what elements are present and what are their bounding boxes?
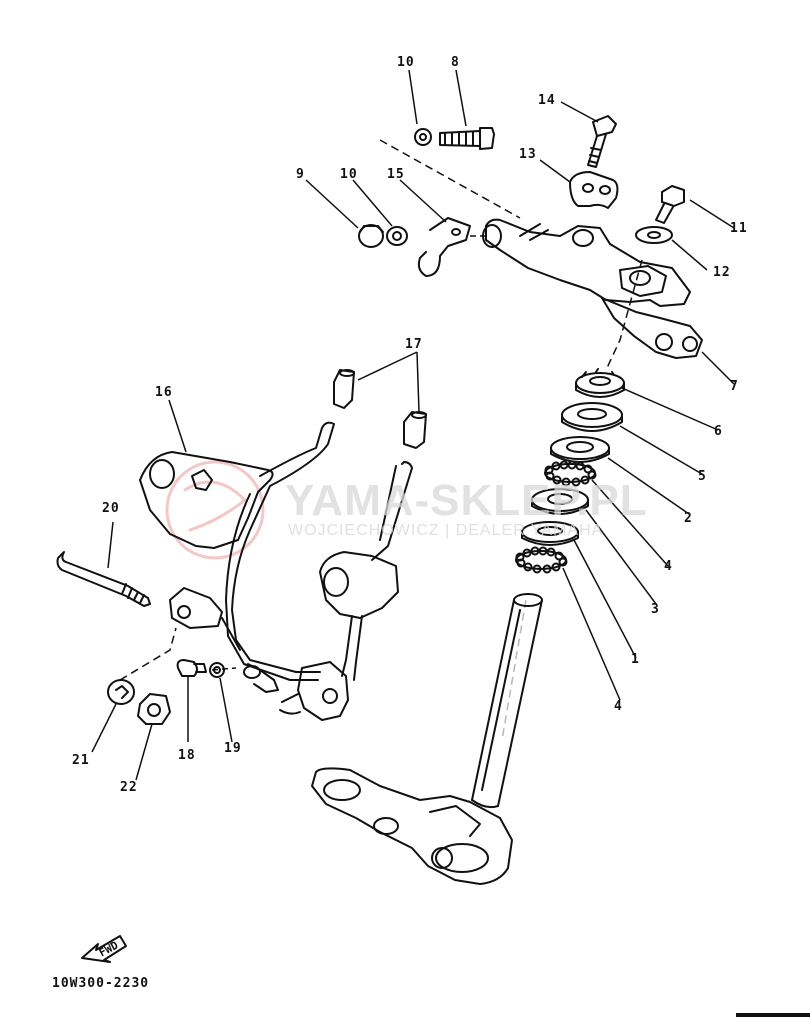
fwd-label: FWD — [97, 939, 121, 960]
bolt-18-icon — [176, 659, 207, 677]
callout-7: 7 — [730, 379, 739, 394]
callout-10: 10 — [340, 167, 358, 182]
bolt-14-icon — [587, 115, 617, 168]
bolt-11-icon — [655, 185, 685, 224]
ball-bearing-4-icon — [544, 460, 597, 487]
part-code: 10W300-2230 — [52, 976, 150, 991]
callout-14: 14 — [538, 93, 556, 108]
fwd-arrow-icon — [81, 935, 127, 963]
callout-12: 12 — [713, 265, 731, 280]
bracket-15-icon — [417, 217, 471, 277]
ring-nut-6-icon — [575, 368, 625, 398]
washer-12-icon — [635, 226, 673, 244]
watermark-title: YAMA-SKLEP.PL — [285, 476, 648, 525]
callout-6: 6 — [714, 424, 723, 439]
washer-21-icon — [107, 679, 135, 705]
callout-2: 2 — [684, 511, 693, 526]
callout-19: 19 — [224, 741, 242, 756]
callout-8: 8 — [451, 55, 460, 70]
grommet-17-icon — [333, 369, 427, 449]
callout-11: 11 — [730, 221, 748, 236]
callout-5: 5 — [698, 469, 707, 484]
ball-bearing-4-lower-icon — [515, 546, 568, 574]
cap-nut-9-icon — [358, 224, 384, 248]
callout-17: 17 — [405, 337, 423, 352]
callout-18: 18 — [178, 748, 196, 763]
callout-4-lower: 4 — [614, 699, 623, 714]
callout-20: 20 — [102, 501, 120, 516]
leader-lines — [91, 69, 735, 781]
clamp-13-icon — [569, 171, 619, 209]
steering-stem-icon — [311, 593, 543, 885]
watermark-subtitle: WOJCIECHOWICZ | DEALER YAMAHA — [288, 522, 604, 539]
callout-22: 22 — [120, 780, 138, 795]
callout-1: 1 — [631, 652, 640, 667]
callout-3: 3 — [651, 602, 660, 617]
bearing-race-1-icon — [521, 521, 579, 546]
bearing-race-2-icon — [550, 436, 610, 463]
callout-21: 21 — [72, 753, 90, 768]
callout-15: 15 — [387, 167, 405, 182]
callout-16: 16 — [155, 385, 173, 400]
bearing-race-3-icon — [531, 488, 589, 515]
callout-4: 4 — [664, 559, 673, 574]
corner-mark — [736, 1013, 810, 1017]
bolt-8-icon — [414, 127, 495, 150]
bolt-20-icon — [56, 551, 151, 607]
washer-stay-icon — [243, 665, 261, 679]
bearing-cover-5-icon — [561, 402, 623, 432]
callout-9: 9 — [296, 167, 305, 182]
watermark-logo-icon — [165, 460, 265, 560]
nut-22-icon — [137, 693, 171, 725]
callout-10-top: 10 — [397, 55, 415, 70]
washer-10-icon — [386, 226, 408, 246]
callout-13: 13 — [519, 147, 537, 162]
